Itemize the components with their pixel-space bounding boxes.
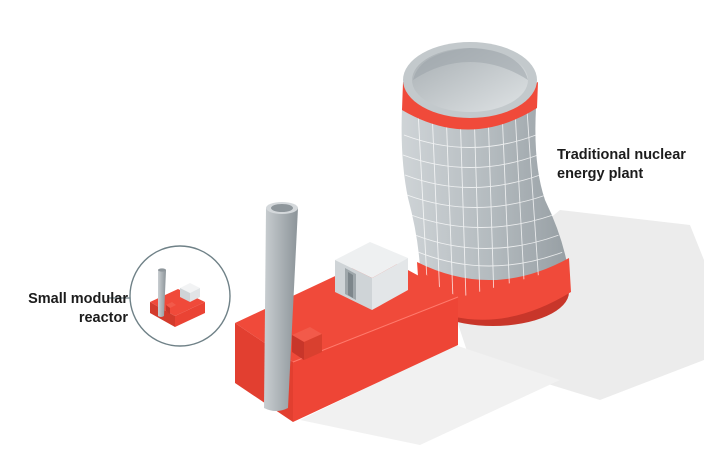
label-small-modular-reactor: Small modular reactor — [4, 290, 128, 328]
label-traditional-line1: Traditional nuclear — [557, 147, 686, 163]
label-traditional-line2: energy plant — [557, 166, 644, 182]
cooling-tower — [401, 42, 571, 326]
smr-inset — [108, 245, 231, 347]
plant-shadow — [300, 345, 560, 445]
label-smr-line2: reactor — [78, 310, 128, 326]
label-traditional-plant: Traditional nuclear energy plant — [557, 146, 686, 184]
label-smr-line1: Small modular — [28, 291, 128, 307]
chimney-stack — [264, 202, 298, 411]
auxiliary-block — [292, 327, 322, 360]
turbine-building — [335, 242, 408, 310]
